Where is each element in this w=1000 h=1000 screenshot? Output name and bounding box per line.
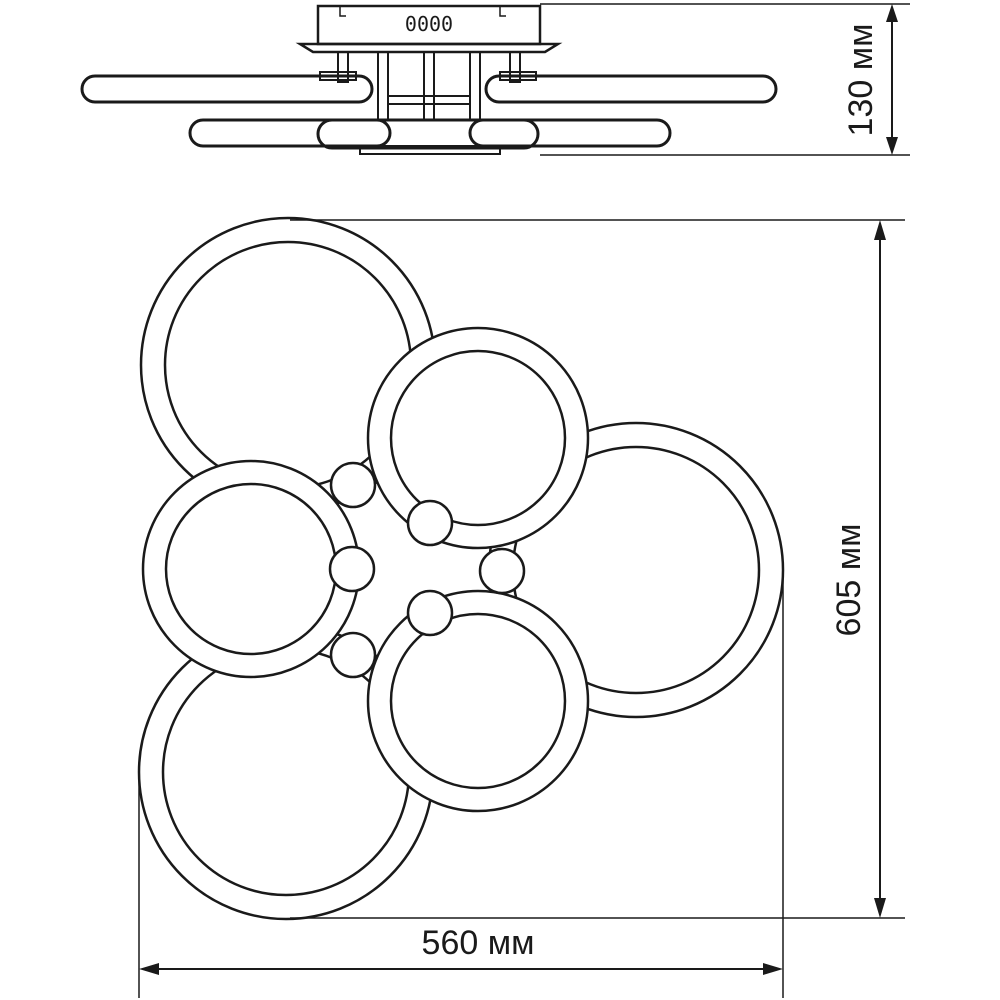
depth-dimension: 605 мм bbox=[290, 219, 905, 919]
height-label: 130 мм bbox=[842, 24, 880, 137]
top-view bbox=[137, 216, 785, 921]
large-ring-top-left bbox=[139, 216, 437, 514]
small-ring-bottom bbox=[366, 589, 590, 813]
bottom-hub bbox=[359, 145, 501, 155]
depth-label: 605 мм bbox=[830, 524, 868, 637]
small-ring-left bbox=[141, 459, 361, 679]
canopy-marking: 0000 bbox=[405, 12, 453, 36]
lower-ring-tube-right bbox=[468, 118, 672, 148]
lower-ring-tube-left bbox=[188, 118, 392, 148]
width-dimension: 560 мм bbox=[138, 570, 784, 998]
upper-ring-tube-left bbox=[80, 74, 374, 104]
side-view: 0000 bbox=[80, 4, 778, 155]
upper-ring-tube-right bbox=[484, 74, 778, 104]
width-label: 560 мм bbox=[422, 924, 535, 962]
mounting-plate bbox=[295, 42, 563, 54]
height-dimension: 130 мм bbox=[540, 3, 910, 156]
lower-ring-tube-center bbox=[316, 118, 540, 150]
small-ring-top bbox=[366, 326, 590, 550]
ring-joints bbox=[328, 461, 526, 679]
support-rods bbox=[319, 51, 537, 121]
